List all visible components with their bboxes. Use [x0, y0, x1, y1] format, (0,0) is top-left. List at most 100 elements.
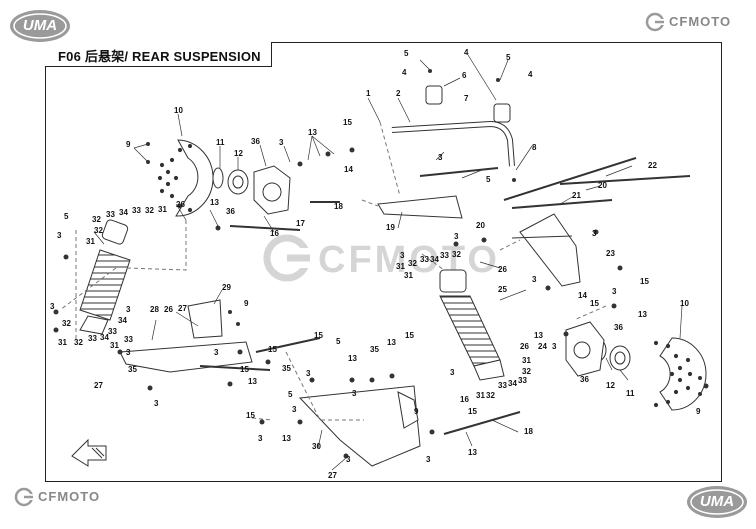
- callout-33: 33: [106, 210, 115, 219]
- callout-32: 32: [486, 391, 495, 400]
- callout-36: 36: [580, 375, 589, 384]
- callout-4: 4: [402, 68, 407, 77]
- callout-1: 1: [366, 89, 371, 98]
- callout-11: 11: [626, 389, 635, 398]
- callout-32: 32: [145, 206, 154, 215]
- callout-15: 15: [405, 331, 414, 340]
- callout-13: 13: [468, 448, 477, 457]
- callout-3: 3: [154, 399, 159, 408]
- callout-29: 29: [222, 283, 231, 292]
- callout-32: 32: [94, 226, 103, 235]
- callout-30: 30: [312, 442, 321, 451]
- cfmoto-logo-bottom-left: CFMOTO: [14, 487, 124, 507]
- callout-32: 32: [62, 319, 71, 328]
- callout-3: 3: [346, 455, 351, 464]
- callout-4: 4: [528, 70, 533, 79]
- callout-5: 5: [486, 175, 491, 184]
- callout-33: 33: [88, 334, 97, 343]
- callout-3: 3: [532, 275, 537, 284]
- callout-5: 5: [64, 212, 69, 221]
- callout-2: 2: [396, 89, 401, 98]
- callout-31: 31: [58, 338, 67, 347]
- callout-15: 15: [246, 411, 255, 420]
- watermark-logo: CFMOTO: [263, 234, 497, 282]
- brake-disc-right: [653, 337, 707, 411]
- callout-27: 27: [94, 381, 103, 390]
- callout-35: 35: [128, 365, 137, 374]
- callout-3: 3: [214, 348, 219, 357]
- callout-33: 33: [132, 206, 141, 215]
- callout-31: 31: [396, 262, 405, 271]
- callout-34: 34: [430, 255, 439, 264]
- callout-5: 5: [506, 53, 511, 62]
- callout-20: 20: [598, 181, 607, 190]
- callout-3: 3: [400, 251, 405, 260]
- callout-15: 15: [640, 277, 649, 286]
- callout-3: 3: [306, 369, 311, 378]
- callout-33: 33: [518, 376, 527, 385]
- callout-31: 31: [110, 341, 119, 350]
- callout-13: 13: [248, 377, 257, 386]
- callout-32: 32: [452, 250, 461, 259]
- callout-5: 5: [404, 49, 409, 58]
- callout-9: 9: [696, 407, 701, 416]
- callout-31: 31: [476, 391, 485, 400]
- callout-26: 26: [164, 305, 173, 314]
- callout-36: 36: [226, 207, 235, 216]
- callout-15: 15: [590, 299, 599, 308]
- callout-16: 16: [460, 395, 469, 404]
- callout-labels: 10 11 12 36 3 13 15 9 26 13 36 17 16 14 …: [50, 48, 701, 480]
- shock-absorber-left: [79, 219, 131, 335]
- callout-34: 34: [119, 208, 128, 217]
- diagram-title: F06 后悬架/ REAR SUSPENSION: [58, 49, 261, 64]
- callout-25: 25: [498, 285, 507, 294]
- callout-13: 13: [348, 354, 357, 363]
- callout-34: 34: [508, 379, 517, 388]
- callout-15: 15: [268, 345, 277, 354]
- callout-33: 33: [420, 255, 429, 264]
- callout-32: 32: [522, 367, 531, 376]
- callout-35: 35: [370, 345, 379, 354]
- callout-9: 9: [414, 407, 419, 416]
- callout-36: 36: [251, 137, 260, 146]
- callout-3: 3: [450, 368, 455, 377]
- title-box: [45, 42, 272, 67]
- callout-15: 15: [240, 365, 249, 374]
- callout-32: 32: [408, 259, 417, 268]
- callout-22: 22: [648, 161, 657, 170]
- callout-13: 13: [387, 338, 396, 347]
- callout-13: 13: [210, 198, 219, 207]
- callout-9: 9: [244, 299, 249, 308]
- callout-32: 32: [92, 215, 101, 224]
- callout-20: 20: [476, 221, 485, 230]
- callout-3: 3: [57, 231, 62, 240]
- brake-disc-left: [157, 139, 214, 217]
- callout-3: 3: [592, 229, 597, 238]
- callout-13: 13: [282, 434, 291, 443]
- uma-logo-bottom-right: UMA: [685, 484, 749, 520]
- callout-23: 23: [606, 249, 615, 258]
- callout-16: 16: [270, 229, 279, 238]
- callout-17: 17: [296, 219, 305, 228]
- callout-14: 14: [344, 165, 353, 174]
- callout-10: 10: [680, 299, 689, 308]
- callout-15: 15: [343, 118, 352, 127]
- callout-3: 3: [352, 389, 357, 398]
- callout-31: 31: [158, 205, 167, 214]
- callout-31: 31: [522, 356, 531, 365]
- callout-3: 3: [292, 405, 297, 414]
- callout-26: 26: [520, 342, 529, 351]
- callout-3: 3: [50, 302, 55, 311]
- callout-26: 26: [176, 200, 185, 209]
- callout-24: 24: [538, 342, 547, 351]
- callout-18: 18: [524, 427, 533, 436]
- callout-34: 34: [118, 316, 127, 325]
- callout-3: 3: [426, 455, 431, 464]
- shock-absorber-right: [439, 269, 505, 381]
- callout-15: 15: [468, 407, 477, 416]
- uma-logo-text: UMA: [699, 493, 735, 510]
- callout-6: 6: [462, 71, 467, 80]
- callout-15: 15: [314, 331, 323, 340]
